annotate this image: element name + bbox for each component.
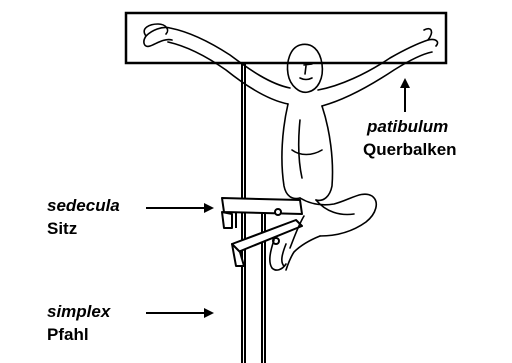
simplex-german-label: Pfahl [47,325,89,345]
patibulum-german-label: Querbalken [363,140,457,160]
crossbeam [126,13,446,63]
patibulum-latin-label: patibulum [367,117,448,137]
sedecula-german-label: Sitz [47,219,77,239]
arrows [146,78,410,318]
simplex-latin-label: simplex [47,302,110,322]
sedecula-latin-label: sedecula [47,196,120,216]
